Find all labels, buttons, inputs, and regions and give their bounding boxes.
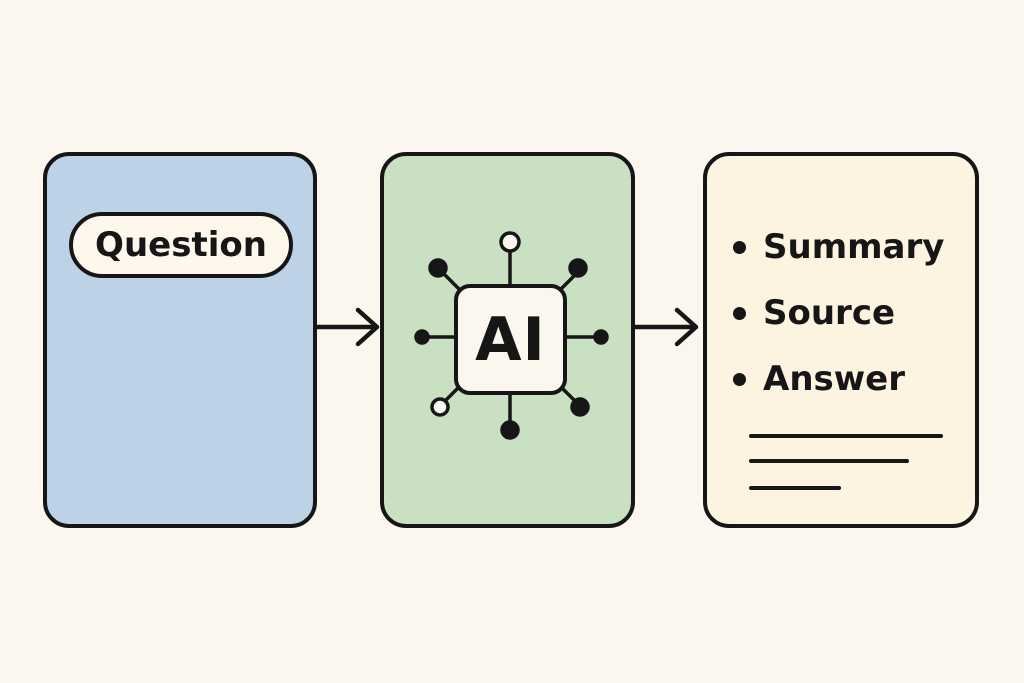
list-item-label: Summary [763,227,945,267]
output-panel: Summary Source Answer [703,152,979,528]
text-line [749,486,841,490]
output-list: Summary Source Answer [733,214,944,412]
bullet-icon [733,306,746,320]
list-item-label: Answer [763,359,905,399]
text-line [749,434,943,438]
input-panel: Question [43,152,317,528]
bullet-icon [733,372,746,386]
right-arrow-icon [314,307,380,347]
ai-panel: AI [380,152,635,528]
bullet-icon [733,240,746,254]
ai-chip-label: AI [454,284,567,395]
text-line [749,459,909,463]
list-item: Source [733,280,944,346]
list-item-label: Source [763,293,896,333]
right-arrow-icon [633,307,699,347]
list-item: Answer [733,346,944,412]
list-item: Summary [733,214,944,280]
question-label: Question [69,212,293,278]
